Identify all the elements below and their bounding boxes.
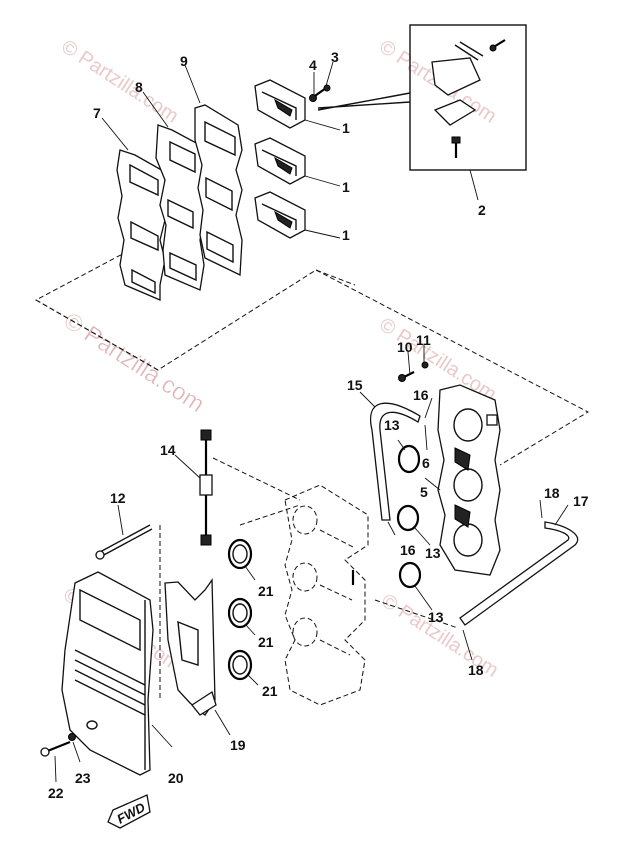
watermark: © Partzilla.com — [57, 36, 182, 128]
callout-4: 4 — [309, 57, 317, 73]
watermark: © Partzilla.com — [375, 314, 500, 406]
reed-valve-1c — [254, 191, 306, 239]
callout-2: 2 — [478, 202, 486, 218]
leader-lines — [54, 61, 569, 783]
gasket-8 — [155, 124, 206, 291]
intake-manifold-5 — [437, 384, 501, 576]
callout-14: 14 — [160, 442, 176, 458]
callout-8: 8 — [135, 79, 143, 95]
watermark: © Partzilla.com — [59, 307, 209, 418]
callout-21: 21 — [262, 683, 278, 699]
gasket-21b — [227, 597, 253, 629]
callout-13: 13 — [425, 545, 441, 561]
assembly-outline-mid — [315, 269, 590, 466]
washer-23 — [68, 733, 76, 741]
gasket-9 — [194, 104, 243, 277]
gasket-21a-inner — [232, 544, 248, 564]
hose-17 — [459, 521, 579, 626]
callout-20: 20 — [168, 770, 184, 786]
gasket-21a — [227, 538, 253, 570]
o-ring-13b — [396, 504, 420, 532]
callout-23: 23 — [75, 770, 91, 786]
watermarks: © Partzilla.com © Partzilla.com © Partzi… — [57, 36, 502, 682]
callout-13: 13 — [428, 609, 444, 625]
o-ring-13c — [398, 561, 422, 589]
gasket-21c — [227, 649, 253, 681]
callout-21: 21 — [258, 634, 274, 650]
washer-4 — [309, 94, 317, 102]
callout-17: 17 — [573, 493, 589, 509]
reed-valve-detail-box — [317, 24, 527, 171]
link-rod-14 — [199, 429, 213, 546]
gasket-7 — [116, 149, 166, 301]
fwd-direction-badge: FWD — [107, 794, 151, 829]
assembly-leader-hose — [374, 599, 459, 629]
callout-6: 6 — [422, 455, 430, 471]
callout-16: 16 — [400, 542, 416, 558]
callout-13: 13 — [384, 417, 400, 433]
callout-10: 10 — [397, 339, 413, 355]
callout-1: 1 — [342, 120, 350, 136]
o-ring-13a — [397, 444, 421, 474]
assembly-outline-upper — [35, 269, 356, 371]
callout-12: 12 — [110, 490, 126, 506]
bolt-12 — [95, 524, 153, 560]
reed-valve-1a — [254, 79, 306, 129]
assembly-leader-carb-2 — [239, 504, 301, 526]
callout-5: 5 — [420, 484, 428, 500]
callout-21: 21 — [258, 583, 274, 599]
gasket-21c-inner — [232, 655, 248, 675]
silencer-cover-20 — [61, 571, 154, 776]
assembly-leader-carb — [212, 457, 301, 501]
plate-19 — [164, 578, 217, 716]
screw-10 — [398, 371, 415, 382]
assembly-outline-upper-right — [34, 249, 159, 371]
callout-22: 22 — [48, 785, 64, 801]
callout-19: 19 — [230, 737, 246, 753]
callout-7: 7 — [93, 105, 101, 121]
callout-15: 15 — [347, 377, 363, 393]
hose-15 — [370, 402, 421, 521]
carburetor-block — [284, 484, 369, 706]
callout-9: 9 — [180, 53, 188, 69]
callout-18: 18 — [544, 485, 560, 501]
callout-11: 11 — [416, 332, 431, 348]
callout-1: 1 — [342, 227, 350, 243]
callout-labels: 1 1 1 2 3 4 5 6 7 8 9 10 11 12 13 13 13 … — [48, 49, 589, 801]
callout-3: 3 — [331, 49, 339, 65]
nut-11 — [421, 361, 429, 369]
callout-16: 16 — [413, 387, 429, 403]
reed-valve-1b — [254, 137, 306, 185]
callout-1: 1 — [342, 179, 350, 195]
gasket-21b-inner — [232, 603, 248, 623]
callout-18: 18 — [468, 662, 484, 678]
bolt-22 — [40, 740, 71, 757]
